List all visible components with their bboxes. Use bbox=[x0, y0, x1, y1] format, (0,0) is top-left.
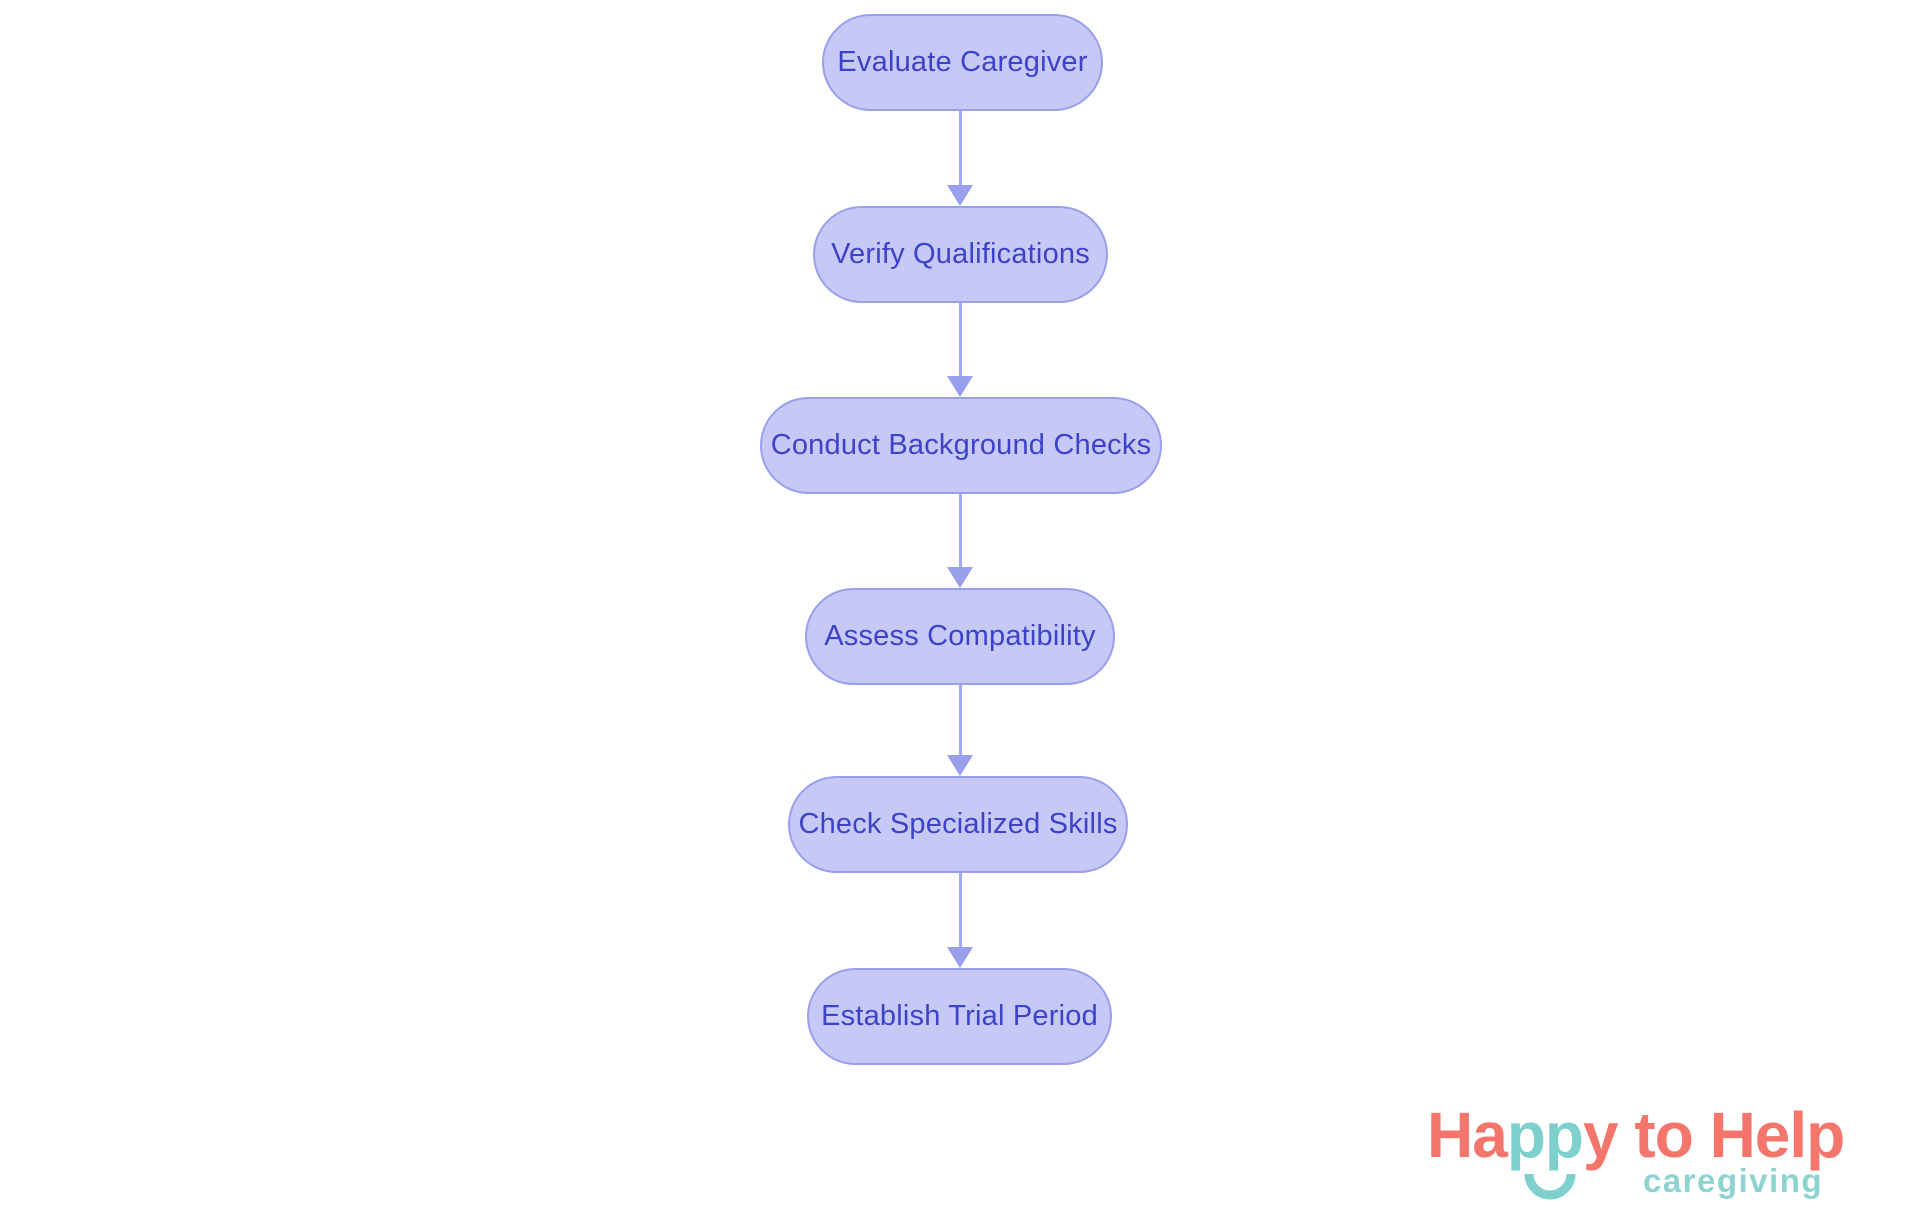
arrowhead-down-icon bbox=[947, 376, 973, 397]
arrowhead-down-icon bbox=[947, 185, 973, 206]
arrow-shaft bbox=[958, 494, 962, 567]
flow-node-evaluate-caregiver: Evaluate Caregiver bbox=[822, 14, 1103, 111]
logo-text-segment: y to Help bbox=[1583, 1099, 1845, 1171]
flow-arrow-1 bbox=[947, 111, 973, 206]
logo-subtitle: caregiving bbox=[1642, 1162, 1824, 1199]
brand-logo: Happy to Help caregiving bbox=[1420, 1096, 1880, 1211]
flow-node-assess-compatibility: Assess Compatibility bbox=[805, 588, 1115, 685]
smile-icon bbox=[1524, 1173, 1576, 1200]
flow-node-label: Establish Trial Period bbox=[821, 1000, 1098, 1032]
flow-node-label: Conduct Background Checks bbox=[770, 429, 1152, 461]
flow-node-conduct-background-checks: Conduct Background Checks bbox=[760, 397, 1162, 494]
arrow-shaft bbox=[958, 111, 962, 185]
flow-node-label: Check Specialized Skills bbox=[798, 808, 1118, 840]
flow-arrow-3 bbox=[947, 494, 973, 588]
flow-node-label: Verify Qualifications bbox=[831, 238, 1090, 270]
arrowhead-down-icon bbox=[947, 755, 973, 776]
flow-arrow-5 bbox=[947, 873, 973, 968]
flow-node-verify-qualifications: Verify Qualifications bbox=[813, 206, 1108, 303]
logo-wordmark: Happy to Help bbox=[1427, 1103, 1845, 1167]
flow-node-check-specialized-skills: Check Specialized Skills bbox=[788, 776, 1128, 873]
arrow-shaft bbox=[958, 873, 962, 947]
flow-arrow-4 bbox=[947, 685, 973, 776]
flow-arrow-2 bbox=[947, 303, 973, 397]
arrow-shaft bbox=[958, 685, 962, 755]
logo-text-segment: pp bbox=[1506, 1099, 1584, 1171]
flow-node-establish-trial-period: Establish Trial Period bbox=[807, 968, 1112, 1065]
logo-text-segment: Ha bbox=[1427, 1099, 1508, 1171]
flow-node-label: Evaluate Caregiver bbox=[837, 46, 1088, 78]
flow-node-label: Assess Compatibility bbox=[824, 620, 1096, 652]
arrow-shaft bbox=[958, 303, 962, 376]
arrowhead-down-icon bbox=[947, 947, 973, 968]
arrowhead-down-icon bbox=[947, 567, 973, 588]
